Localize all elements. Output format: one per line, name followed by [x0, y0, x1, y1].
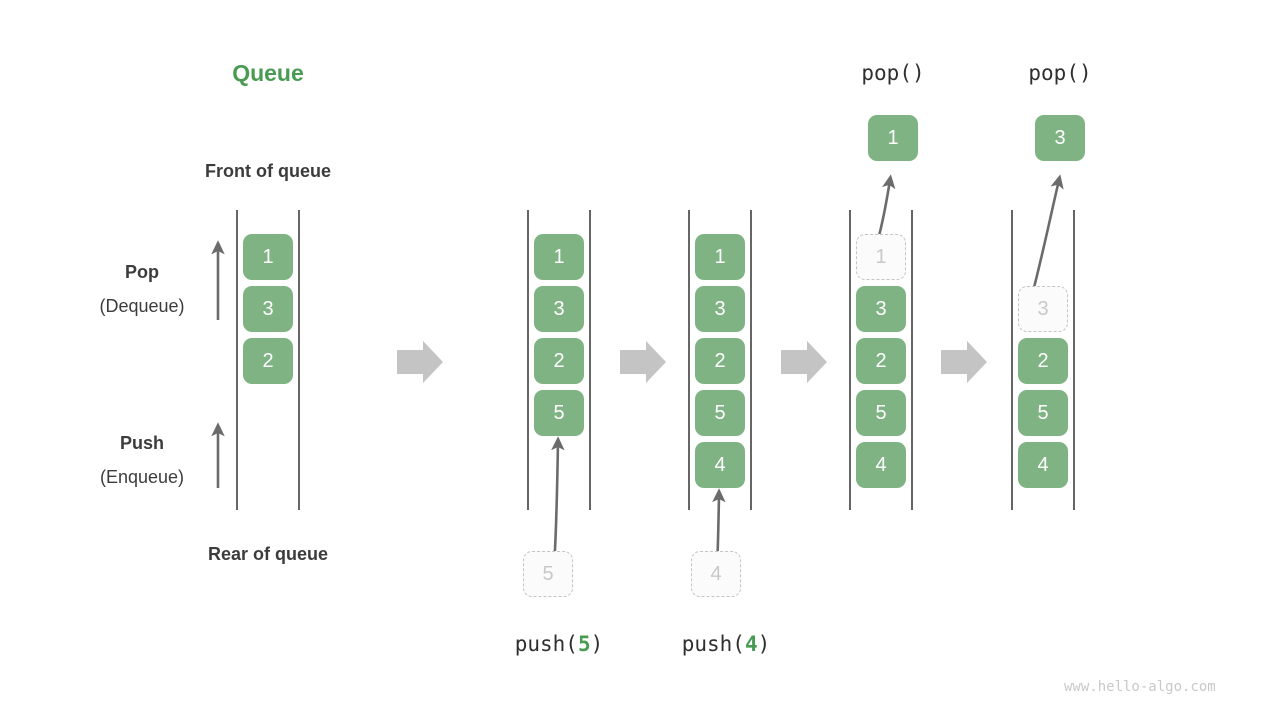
queue-cell[interactable]: 5: [695, 390, 745, 436]
queue-cell[interactable]: 1: [534, 234, 584, 280]
queue-cell[interactable]: 3: [243, 286, 293, 332]
transition-arrow-2: [620, 341, 666, 383]
queue-cell[interactable]: 5: [856, 390, 906, 436]
push-label: Push: [119, 433, 164, 453]
queue-cell[interactable]: 3: [695, 286, 745, 332]
watermark: www.hello-algo.com: [1064, 679, 1216, 695]
push-5-value: 5: [577, 632, 591, 656]
queue-cell[interactable]: 5: [1018, 390, 1068, 436]
queue-cell[interactable]: 2: [534, 338, 584, 384]
queue-cell[interactable]: 1: [695, 234, 745, 280]
transition-arrow-1: [397, 341, 443, 383]
queue-cell[interactable]: 5: [534, 390, 584, 436]
pop-2-operation-label: pop(): [1028, 61, 1092, 85]
pop-1-operation-label: pop(): [861, 61, 925, 85]
front-of-queue-label: Front of queue: [205, 161, 331, 181]
transition-arrow-3: [781, 341, 827, 383]
pop-label: Pop: [125, 262, 159, 282]
pop-sublabel: (Dequeue): [99, 296, 185, 316]
queue-cell[interactable]: 2: [243, 338, 293, 384]
queue-cell[interactable]: 4: [1018, 442, 1068, 488]
popped-ghost-cell: 3: [1018, 286, 1068, 332]
push-5-operation-label: push(5): [479, 632, 639, 656]
page-title: Queue: [232, 60, 304, 86]
push-5-suffix: ): [590, 632, 604, 656]
popped-value-cell: 1: [868, 115, 918, 161]
queue-cell[interactable]: 2: [1018, 338, 1068, 384]
queue-rails: [236, 210, 1075, 510]
queue-cell[interactable]: 4: [856, 442, 906, 488]
incoming-ghost-cell: 4: [691, 551, 741, 597]
push-4-operation-label: push(4): [646, 632, 806, 656]
queue-cell[interactable]: 3: [856, 286, 906, 332]
transition-arrow-4: [941, 341, 987, 383]
queue-cell[interactable]: 2: [695, 338, 745, 384]
queue-cell[interactable]: 4: [695, 442, 745, 488]
rear-of-queue-label: Rear of queue: [207, 544, 329, 564]
queue-cell[interactable]: 1: [243, 234, 293, 280]
push-4-prefix: push(: [681, 632, 745, 656]
queue-cell[interactable]: 2: [856, 338, 906, 384]
incoming-ghost-cell: 5: [523, 551, 573, 597]
popped-ghost-cell: 1: [856, 234, 906, 280]
push-4-value: 4: [744, 632, 758, 656]
push-sublabel: (Enqueue): [99, 467, 185, 487]
push-4-suffix: ): [757, 632, 771, 656]
push-5-prefix: push(: [514, 632, 578, 656]
queue-cell[interactable]: 3: [534, 286, 584, 332]
popped-value-cell: 3: [1035, 115, 1085, 161]
